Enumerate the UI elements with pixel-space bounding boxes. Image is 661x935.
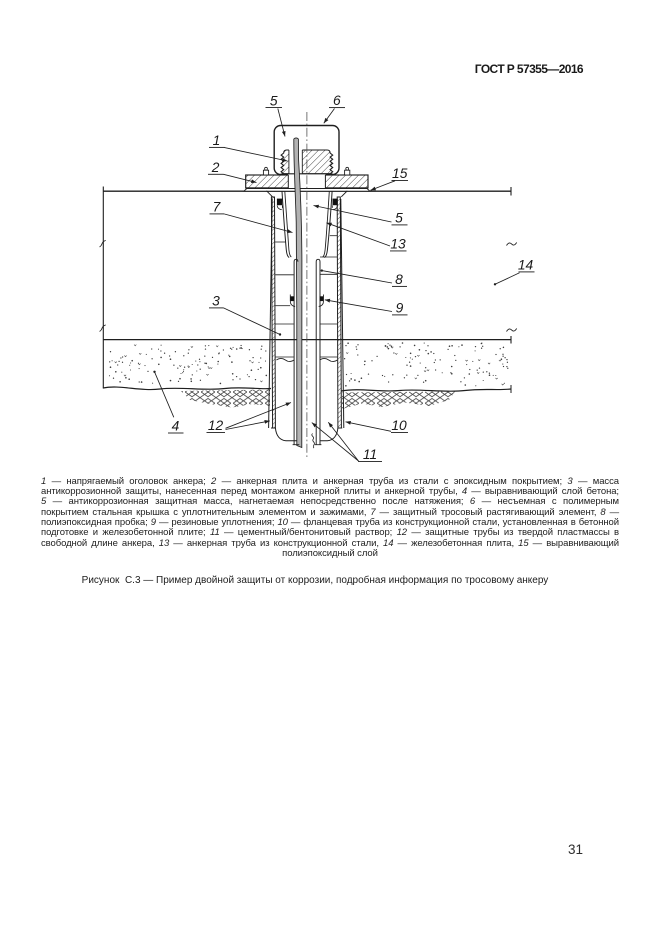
svg-text:15: 15 xyxy=(392,166,408,181)
svg-text:6: 6 xyxy=(333,93,341,108)
svg-text:11: 11 xyxy=(363,447,377,462)
svg-text:13: 13 xyxy=(390,237,406,252)
svg-text:9: 9 xyxy=(396,301,404,316)
svg-text:7: 7 xyxy=(213,200,222,215)
svg-text:5: 5 xyxy=(395,211,403,226)
svg-text:14: 14 xyxy=(518,258,534,273)
svg-text:5: 5 xyxy=(270,94,278,109)
svg-text:3: 3 xyxy=(212,294,220,309)
svg-text:2: 2 xyxy=(211,160,220,175)
svg-text:12: 12 xyxy=(208,418,224,433)
svg-text:4: 4 xyxy=(172,419,180,434)
svg-text:10: 10 xyxy=(391,418,407,433)
svg-text:8: 8 xyxy=(395,272,403,287)
svg-text:1: 1 xyxy=(213,133,221,148)
